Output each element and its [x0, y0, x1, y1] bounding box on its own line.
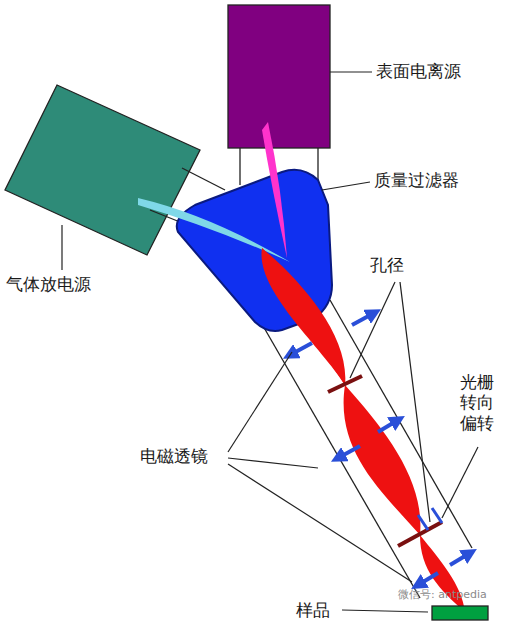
- lens-arrow: [352, 313, 374, 325]
- watermark: 微信号: antpedia: [398, 588, 487, 601]
- ion-beam: [344, 385, 421, 535]
- part-label: 表面电离源: [376, 61, 461, 81]
- lens-arrow: [450, 553, 470, 565]
- gas-discharge-source: [5, 85, 200, 255]
- source-stem: [182, 168, 225, 190]
- lens-arrow: [290, 343, 312, 355]
- ion-beam: [138, 198, 290, 262]
- ion-beam: [261, 248, 345, 385]
- column-line: [330, 300, 472, 548]
- part-label: 质量过滤器: [374, 170, 459, 190]
- deflector-plate: [432, 508, 442, 523]
- part-label: 孔径: [370, 255, 404, 275]
- part-label: 电磁透镜: [140, 446, 208, 466]
- surface-ion-source: [228, 5, 330, 148]
- part-label: 光栅 转向 偏转: [460, 372, 500, 433]
- lens-arrow: [378, 420, 398, 432]
- ion-beam: [262, 248, 345, 385]
- part-label: 样品: [296, 600, 330, 620]
- sample: [432, 606, 488, 620]
- lens-arrow: [338, 446, 360, 458]
- source-stem: [239, 148, 240, 185]
- aperture: [328, 376, 362, 392]
- aperture: [398, 522, 442, 546]
- part-label: 气体放电源: [6, 274, 91, 294]
- ion-beam: [262, 122, 287, 258]
- deflector-plate: [418, 515, 428, 530]
- source-stem: [317, 148, 318, 180]
- leader-lines: [62, 72, 478, 612]
- lens-arrow: [418, 573, 438, 585]
